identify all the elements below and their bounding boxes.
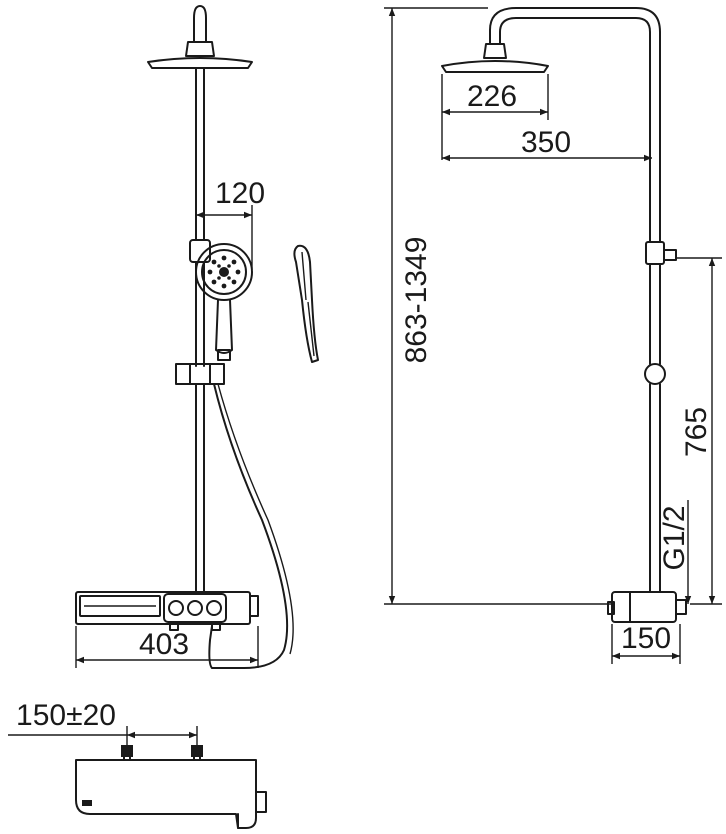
thermostat-front — [75, 591, 259, 631]
dim-head-diameter: 226 — [467, 80, 517, 113]
dim-handshower-offset: 120 — [215, 177, 265, 210]
dim-rail-height: 765 — [680, 407, 713, 457]
dim-inlet-spacing: 150±20 — [16, 699, 116, 732]
rain-head-front — [147, 57, 253, 69]
handshower-side — [293, 244, 319, 363]
side-view: 863-1349 226 350 765 G1/2 150 — [384, 7, 722, 664]
rain-head-side — [441, 60, 549, 73]
dim-arm-reach: 350 — [521, 126, 571, 159]
handshower-front — [195, 243, 253, 361]
label-thread: G1/2 — [658, 505, 691, 570]
shower-hose — [208, 383, 289, 669]
front-view: 120 403 — [75, 5, 294, 669]
slide-bracket — [175, 363, 225, 385]
dim-front-width: 403 — [139, 628, 189, 661]
top-view: 150±20 — [8, 699, 267, 829]
dim-depth: 150 — [621, 622, 671, 655]
dim-height-range: 863-1349 — [400, 237, 433, 364]
